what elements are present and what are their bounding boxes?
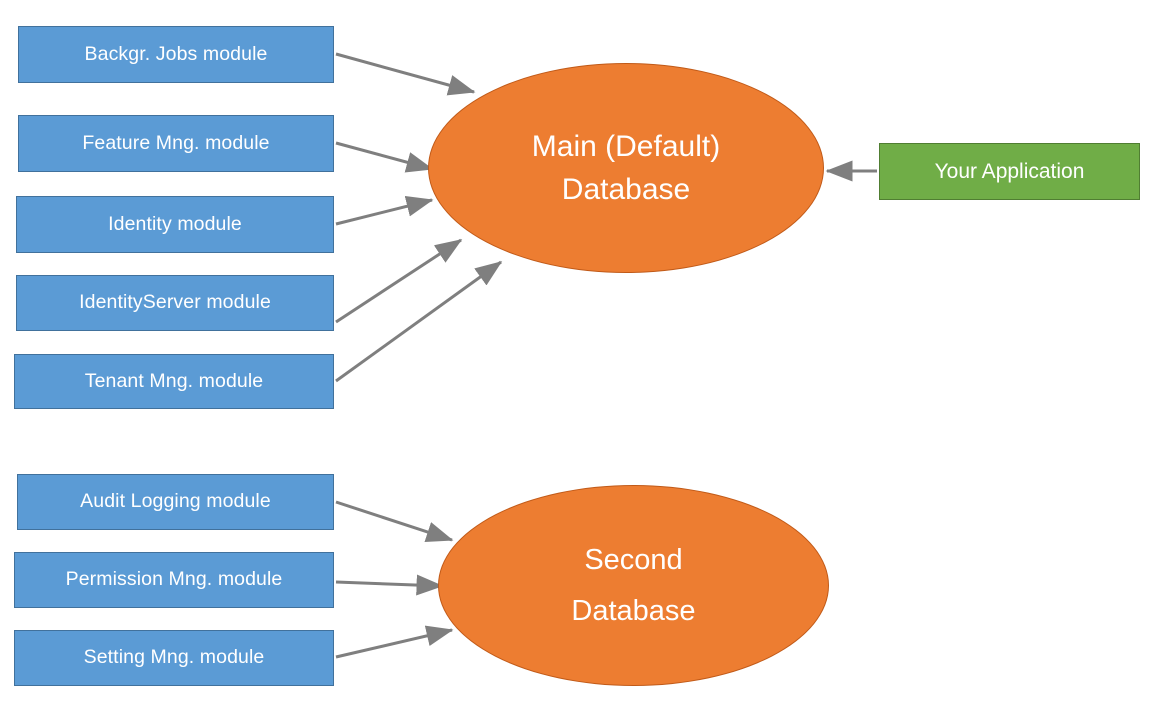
connector-setting-mng-to-second [335,625,454,659]
module-label: IdentityServer module [79,291,271,314]
connector-permission-mng-to-second [335,574,444,596]
module-box-tenant-mng[interactable]: Tenant Mng. module [14,354,334,409]
second-database-label-line2: Database [571,594,696,627]
connector-identity-to-main [335,195,434,226]
module-box-audit-logging[interactable]: Audit Logging module [17,474,334,530]
module-label: Tenant Mng. module [84,369,264,392]
main-database-label-line1: Main (Default) [531,129,721,163]
connector-identityserver-to-main [335,238,463,324]
module-box-feature-mng[interactable]: Feature Mng. module [18,115,334,172]
second-database-ellipse[interactable]: Second Database [438,485,829,686]
module-label: Setting Mng. module [83,646,265,669]
module-box-identity[interactable]: Identity module [16,196,334,253]
module-box-identityserver[interactable]: IdentityServer module [16,275,334,331]
module-box-permission-mng[interactable]: Permission Mng. module [14,552,334,608]
second-database-label-line1: Second [584,543,683,576]
connector-audit-logging-to-second [335,500,454,543]
application-label: Your Application [934,159,1085,183]
module-label: Backgr. Jobs module [84,42,268,65]
connector-backgr-jobs-to-main [335,52,476,96]
module-label: Feature Mng. module [82,131,270,154]
module-label: Identity module [108,212,242,235]
main-database-ellipse[interactable]: Main (Default) Database [428,63,824,273]
connector-tenant-mng-to-main [335,260,503,383]
application-box[interactable]: Your Application [879,143,1140,200]
module-label: Audit Logging module [80,490,271,513]
connector-feature-mng-to-main [335,141,434,173]
module-box-setting-mng[interactable]: Setting Mng. module [14,630,334,686]
module-box-backgr-jobs[interactable]: Backgr. Jobs module [18,26,334,83]
main-database-label-line2: Database [561,173,691,206]
module-label: Permission Mng. module [65,568,283,591]
